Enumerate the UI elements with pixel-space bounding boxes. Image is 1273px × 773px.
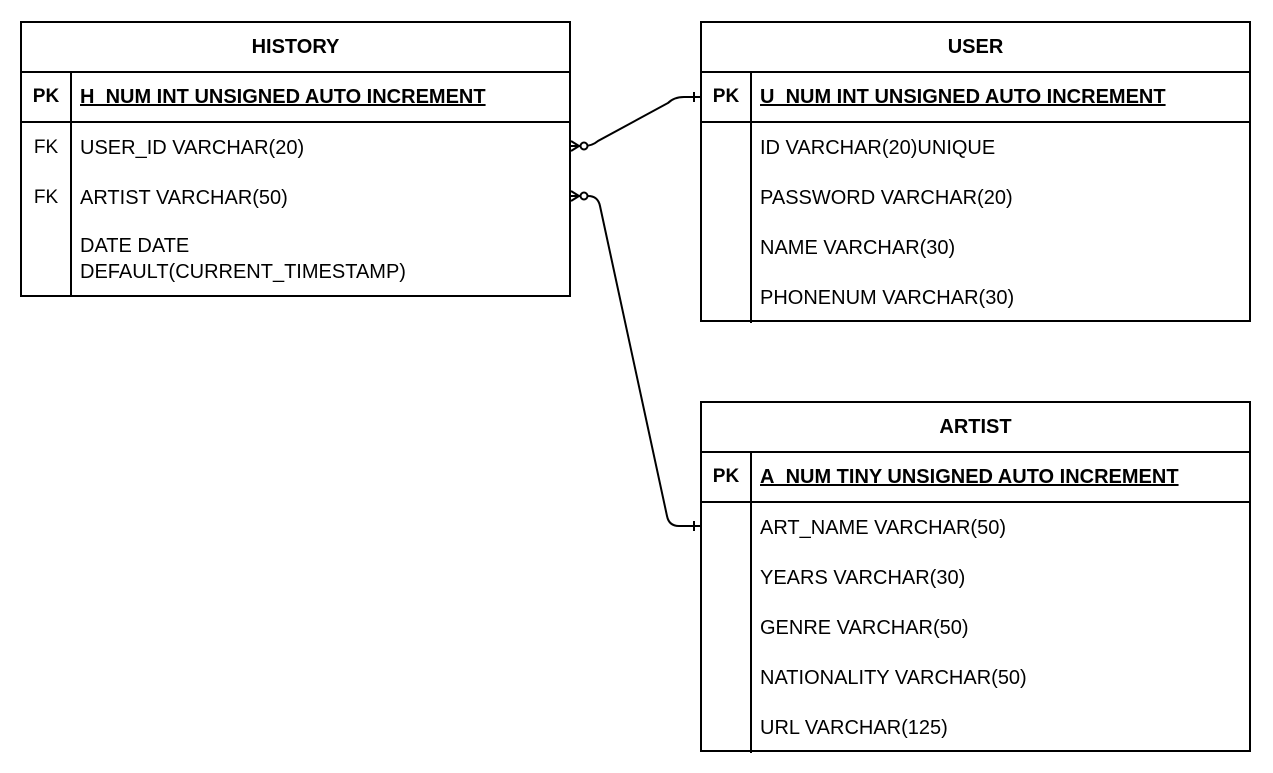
history-pk-label: PK (22, 73, 72, 121)
crows-foot-zero-many (570, 195, 580, 202)
history-row-artist: FK ARTIST VARCHAR(50) (22, 173, 569, 223)
artist-row-field: NATIONALITY VARCHAR(50) (760, 667, 1027, 689)
user-row-field: PASSWORD VARCHAR(20) (760, 187, 1013, 209)
history-row-key: FK (22, 123, 72, 173)
artist-entity[interactable]: ARTIST PK A_NUM TINY UNSIGNED AUTO INCRE… (700, 401, 1251, 753)
artist-row-field: ART_NAME VARCHAR(50) (760, 517, 1006, 539)
artist-row-key (702, 653, 752, 703)
user-row-password: PASSWORD VARCHAR(20) (702, 173, 1249, 223)
zero-circle (579, 191, 589, 201)
artist-row-years: YEARS VARCHAR(30) (702, 553, 1249, 603)
zero-circle (579, 141, 589, 151)
user-row-name: NAME VARCHAR(30) (702, 223, 1249, 273)
artist-row-genre: GENRE VARCHAR(50) (702, 603, 1249, 653)
artist-row-nationality: NATIONALITY VARCHAR(50) (702, 653, 1249, 703)
relationship-history-artist[interactable] (570, 190, 700, 531)
artist-row-field: YEARS VARCHAR(30) (760, 567, 966, 589)
history-row-date: DATE DATE DEFAULT(CURRENT_TIMESTAMP) (22, 223, 569, 295)
history-row-user-id: FK USER_ID VARCHAR(20) (22, 123, 569, 173)
crows-foot-zero-many (570, 145, 580, 152)
user-row-key (702, 123, 752, 173)
history-pk-row: PK H_NUM INT UNSIGNED AUTO INCREMENT (22, 73, 569, 123)
history-row-key (22, 223, 72, 295)
user-row-key (702, 173, 752, 223)
user-row-field: PHONENUM VARCHAR(30) (760, 287, 1015, 309)
user-pk-label: PK (702, 73, 752, 121)
crows-foot-zero-many (570, 190, 580, 197)
user-row-key (702, 223, 752, 273)
artist-row-art-name: ART_NAME VARCHAR(50) (702, 503, 1249, 553)
artist-row-key (702, 603, 752, 653)
artist-row-field: URL VARCHAR(125) (760, 717, 948, 739)
user-row-field: NAME VARCHAR(30) (760, 237, 956, 259)
artist-title: ARTIST (702, 403, 1249, 453)
user-pk-field: U_NUM INT UNSIGNED AUTO INCREMENT (760, 86, 1166, 108)
user-entity[interactable]: USER PK U_NUM INT UNSIGNED AUTO INCREMEN… (700, 21, 1251, 323)
user-row-phonenum: PHONENUM VARCHAR(30) (702, 273, 1249, 323)
user-title: USER (702, 23, 1249, 73)
history-row-key: FK (22, 173, 72, 223)
user-row-id: ID VARCHAR(20)UNIQUE (702, 123, 1249, 173)
artist-row-key (702, 703, 752, 753)
artist-row-url: URL VARCHAR(125) (702, 703, 1249, 753)
history-title: HISTORY (22, 23, 569, 73)
user-row-field: ID VARCHAR(20)UNIQUE (760, 137, 996, 159)
artist-pk-label: PK (702, 453, 752, 501)
user-row-key (702, 273, 752, 323)
artist-row-key (702, 553, 752, 603)
crows-foot-zero-many (570, 140, 580, 147)
artist-row-key (702, 503, 752, 553)
user-pk-row: PK U_NUM INT UNSIGNED AUTO INCREMENT (702, 73, 1249, 123)
artist-row-field: GENRE VARCHAR(50) (760, 617, 969, 639)
artist-pk-field: A_NUM TINY UNSIGNED AUTO INCREMENT (760, 466, 1179, 488)
history-row-field: ARTIST VARCHAR(50) (80, 187, 288, 209)
artist-pk-row: PK A_NUM TINY UNSIGNED AUTO INCREMENT (702, 453, 1249, 503)
history-entity[interactable]: HISTORY PK H_NUM INT UNSIGNED AUTO INCRE… (20, 21, 571, 297)
history-pk-field: H_NUM INT UNSIGNED AUTO INCREMENT (80, 86, 486, 108)
history-row-field: DATE DATE DEFAULT(CURRENT_TIMESTAMP) (80, 235, 406, 283)
history-row-field: USER_ID VARCHAR(20) (80, 137, 305, 159)
relationship-history-user[interactable] (570, 92, 700, 152)
